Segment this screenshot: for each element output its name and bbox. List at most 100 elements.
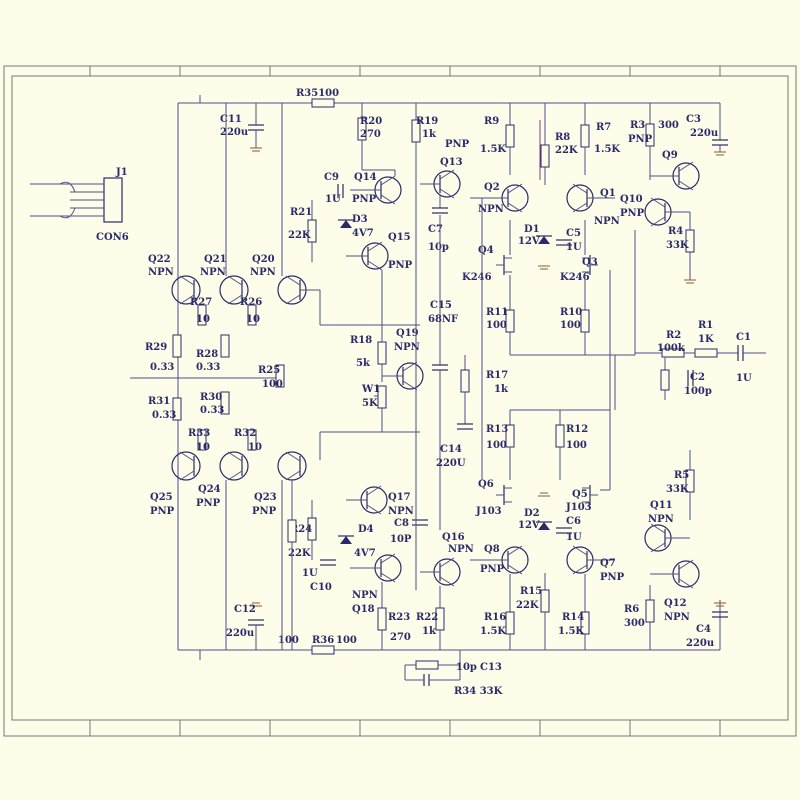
r10-ref: R10 [560,307,582,318]
q10-type: PNP [620,208,645,219]
transistor-q21: Q21 NPN [200,254,249,305]
capacitor-c2: C2 100p [660,357,712,400]
r14-value: 1.5K [558,626,584,637]
potentiometer-w1: W1 5K [319,384,420,460]
transistor-q12: Q12 NPN [650,559,700,623]
q15-type: PNP [388,260,413,271]
c8-value: 10P [390,534,412,545]
q12-ref: Q12 [664,598,687,609]
r36-value: 100 [336,635,357,646]
resistor-r4: R4 33K [666,212,696,284]
resistor-r31: R31 0.33 [148,396,182,421]
c2-value: 100p [684,386,712,397]
transistor-q19: Q19 NPN [382,328,424,391]
transistor-q15: Q15 PNP [346,232,413,271]
r9-value: 1.5K [480,144,506,155]
resistor-r9: R9 1.5K [480,103,515,175]
q13-ref: Q13 [440,157,463,168]
resistor-r21: R21 22K [288,200,317,262]
q24-type: PNP [196,498,221,509]
transistor-q8: Q8 PNP [470,544,529,575]
c13-value: 10p [456,662,477,673]
transistor-q1: Q1 NPN [566,183,620,227]
r30-value: 0.33 [200,405,224,416]
c3-value: 220u [690,128,718,139]
resistor-r10: R10 100 [510,275,635,356]
q12-type: NPN [664,612,690,623]
transistor-q20: Q20 NPN [250,254,420,326]
resistor-r36: R36 100 [311,635,357,655]
q19-ref: Q19 [396,328,419,339]
signal-wires [225,103,636,650]
q4-type: K246 [462,272,492,283]
w1-ref: W1 [361,384,380,395]
r1-value: 1K [698,334,714,345]
r11-value: 100 [486,320,507,331]
q20-type: NPN [250,267,276,278]
q25-ref: Q25 [150,492,173,503]
jfet-q3: Q3 K246 [560,255,598,283]
c9-ref: C9 [324,172,339,183]
r21-value: 22K [288,230,311,241]
resistor-r13: R13 100 [486,410,515,480]
capacitor-c15: C15 68NF [428,215,458,530]
q22-ref: Q22 [148,254,171,265]
q20-ref: Q20 [252,254,275,265]
output-resistance-label: 0.33 [150,362,174,373]
q17-type: NPN [388,506,414,517]
c7-ref: C7 [428,224,443,235]
r4-ref: R4 [668,226,683,237]
resistor-r16: R16 1.5K [480,574,515,650]
r19-ref: R19 [416,116,438,127]
resistor-r30: R30 0.33 [200,391,230,416]
resistor-r11: R11 100 [486,275,515,355]
c8-ref: C8 [394,518,409,529]
r18-ref: R18 [350,335,372,346]
capacitor-c13: 10p C13 R34 33K [404,650,503,697]
r20-value: 270 [360,129,381,140]
r13-ref: R13 [486,424,508,435]
d3-value: 4V7 [352,228,374,239]
r25-ref: R25 [258,365,280,376]
output-node: 0.33 [130,362,280,379]
transistor-q16: Q16 NPN [420,532,474,587]
resistor-r7: R7 1.5K [580,103,620,175]
w1-value: 5K [362,398,378,409]
q1-ref: Q1 [600,188,616,199]
jfet-q4: Q4 K246 [462,245,512,283]
r36-ref: R36 [312,635,334,646]
d2-value: 12V [518,520,540,531]
r7-ref: R7 [596,122,611,133]
drawing-frame [3,65,797,737]
resistor-r19: R19 1k PNP [411,103,470,162]
q8-type: PNP [480,564,505,575]
c5-ref: C5 [566,228,581,239]
r2-value: 100k [657,343,686,354]
j1-ref: J1 [115,167,128,178]
r32-ref: R32 [234,428,256,439]
q9-ref: Q9 [662,150,678,161]
resistor-r35: R35100 [296,88,339,108]
zener-d2: D2 12V [518,492,552,531]
r29-ref: R29 [145,342,167,353]
r31-ref: R31 [148,396,170,407]
r19-value: 1k [422,129,437,140]
q11-type: NPN [648,514,674,525]
r19-pnp-label: PNP [445,139,470,150]
transistor-q17: Q17 NPN [346,485,414,517]
c14-value: 220U [436,458,466,469]
q18-type: NPN [352,590,378,601]
c9-value: 1U [325,194,341,205]
capacitor-c8: C8 10P [390,518,428,545]
capacitor-c12: C12 220u [226,602,264,650]
r16-ref: R16 [484,612,506,623]
q2-ref: Q2 [484,182,500,193]
resistor-r12: R12 100 [510,409,610,480]
q5-type: J103 [565,502,592,513]
resistor-r26: R26 10 [240,297,262,326]
r5-ref: R5 [674,470,689,481]
c15-value: 68NF [428,314,458,325]
r14-ref: R14 [562,612,584,623]
r30-ref: R30 [200,392,222,403]
capacitor-c9: C9 1U [324,172,344,205]
